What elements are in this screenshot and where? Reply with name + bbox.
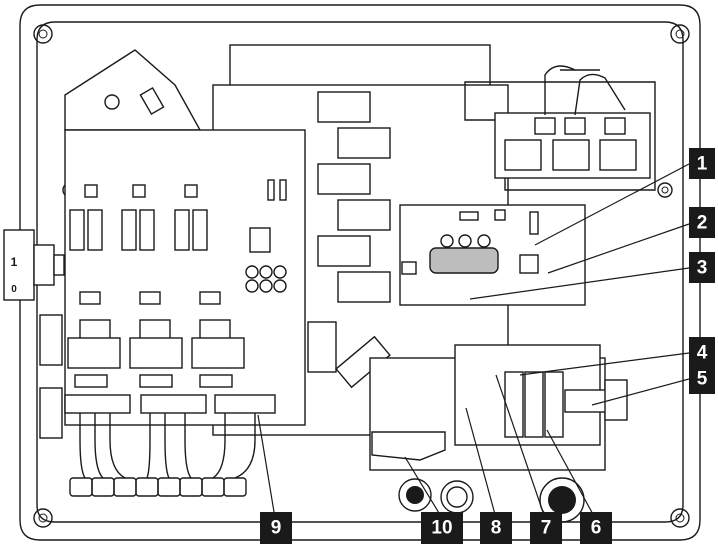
callout-9: 9 [260,512,292,544]
dc-terminal-blocks [64,394,276,414]
relays [504,117,637,171]
fuse-block-upper [39,314,63,366]
ac-terminal [564,379,628,421]
callout-8: 8 [480,512,512,544]
bracket-top-left [64,49,202,131]
callout-4: 4 [689,337,715,368]
callout-8-label: 8 [491,518,502,539]
callout-9-label: 9 [271,518,282,539]
switch-mark-on: 1 [11,255,18,269]
callout-7-label: 7 [541,518,552,539]
corner-screw-top-right [670,24,690,44]
callout-5-label: 5 [697,369,708,390]
leader-lines [257,163,690,519]
comm-components [401,209,539,275]
callout-6: 6 [580,512,612,544]
callout-3-label: 3 [697,258,708,279]
callout-6-label: 6 [591,518,602,539]
display-module [429,247,499,274]
dc-cable-glands [69,477,247,497]
callout-1: 1 [689,148,715,179]
callout-2-label: 2 [697,213,708,234]
corner-screw-top-left [33,24,53,44]
corner-screw-bottom-left [33,508,53,528]
switch-mark-off: 0 [11,284,17,295]
housing-outline [19,4,701,541]
top-right-plate [464,81,656,191]
heatsink-fins [307,91,391,389]
callout-4-label: 4 [697,343,708,364]
callout-5: 5 [689,363,715,394]
callout-10-label: 10 [431,518,452,539]
fuse-block-lower [39,387,63,439]
left-board-components [67,179,287,388]
callout-2: 2 [689,207,715,238]
gland-middle [440,480,474,514]
relay-wires [544,65,626,116]
callout-1-label: 1 [697,154,708,175]
gland-left [398,478,432,512]
ac-fuses [504,371,564,438]
callout-7: 7 [530,512,562,544]
callout-3: 3 [689,252,715,283]
dc-cables [79,413,256,479]
relay-bracket [371,431,446,461]
callout-10: 10 [421,512,463,544]
mount-screw-right [657,182,673,198]
dc-switch: 1 0 [3,229,65,301]
corner-screw-bottom-right [670,508,690,528]
